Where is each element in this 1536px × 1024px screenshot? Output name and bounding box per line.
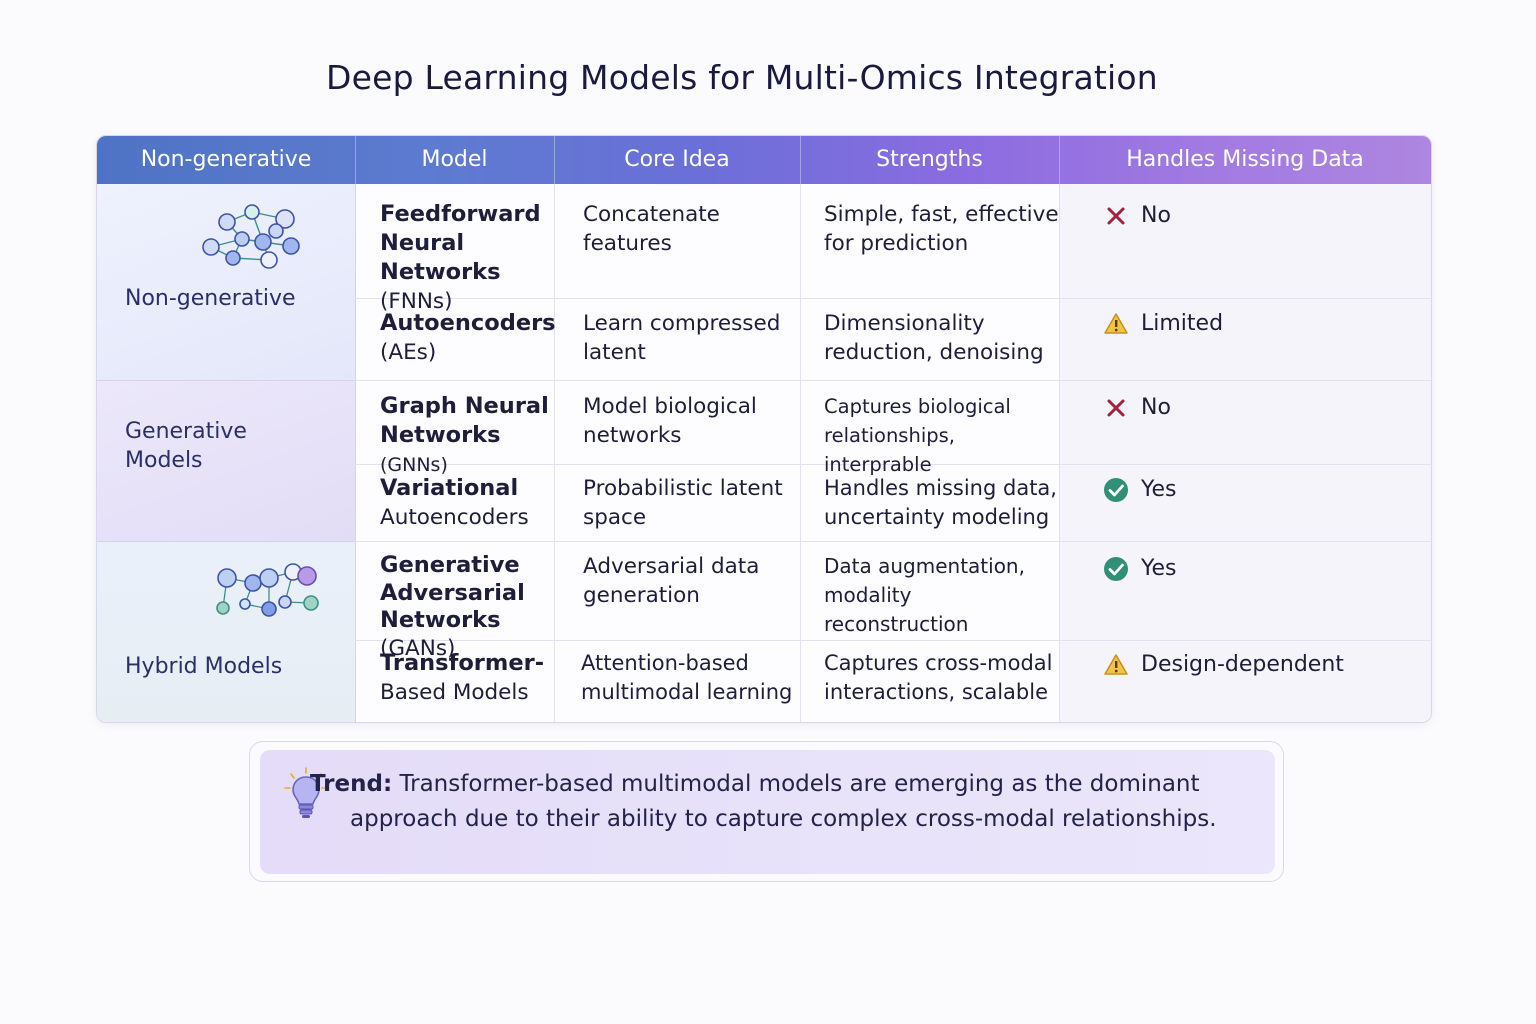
status-label: No	[1141, 395, 1171, 420]
model-name: Variational	[380, 475, 519, 501]
core-idea-cell: Probabilistic latent space	[583, 476, 783, 530]
trend-callout: Trend: Transformer-based multimodal mode…	[249, 741, 1284, 882]
model-cell: Generative Adversarial Networks (GANs)	[380, 552, 560, 662]
strengths-cell: Captures biological relationships, inter…	[824, 395, 1011, 476]
table-header: Non-generative Model Core Idea Strengths…	[97, 136, 1431, 184]
row-divider	[355, 380, 1431, 381]
category-generative: Generative Models	[97, 381, 356, 542]
core-idea-cell: Concatenate features	[583, 202, 720, 256]
missing-data-status: No	[1103, 201, 1171, 230]
model-name: Transformer-	[380, 650, 545, 676]
column-divider	[554, 184, 555, 722]
header-core-idea: Core Idea	[554, 136, 801, 184]
model-abbrev: (GANs)	[380, 635, 456, 661]
core-idea-cell: Learn compressed latent	[583, 311, 781, 365]
row-divider	[355, 541, 1431, 542]
row-divider	[355, 464, 1431, 465]
model-name: Generative Adversarial Networks	[380, 552, 525, 633]
model-name: Graph Neural Networks	[380, 393, 549, 448]
model-abbrev: Autoencoders	[380, 505, 529, 530]
missing-data-status: Limited	[1103, 309, 1223, 338]
model-cell: Graph Neural Networks (GNNs)	[380, 392, 565, 480]
missing-data-status: Yes	[1103, 475, 1177, 504]
category-hybrid: Hybrid Models	[97, 542, 356, 722]
column-divider	[1059, 184, 1060, 722]
warning-icon	[1104, 312, 1128, 334]
model-name: Autoencoders	[380, 310, 556, 336]
trend-label: Trend:	[310, 771, 393, 797]
core-idea-cell: Attention-based multimodal learning	[581, 651, 793, 704]
model-abbrev: Based Models	[380, 680, 529, 705]
trend-body: Transformer-based multimodal models are …	[350, 771, 1217, 832]
header-model: Model	[355, 136, 555, 184]
status-label: No	[1141, 203, 1171, 228]
warning-icon	[1104, 653, 1128, 675]
check-icon	[1104, 556, 1128, 581]
strengths-cell: Simple, fast, effective for prediction	[824, 202, 1059, 256]
model-abbrev: (FNNs)	[380, 289, 453, 314]
category-label: Non-generative	[125, 286, 296, 311]
header-strengths: Strengths	[800, 136, 1060, 184]
model-cell: Transformer- Based Models	[380, 649, 560, 707]
status-label: Yes	[1141, 477, 1177, 502]
row-divider	[355, 298, 1431, 299]
models-table: Non-generative Model Core Idea Strengths…	[96, 135, 1432, 723]
trend-callout-body: Trend: Transformer-based multimodal mode…	[260, 750, 1275, 874]
model-cell: Variational Autoencoders	[380, 474, 560, 532]
category-label: Generative Models	[125, 419, 247, 473]
lightbulb-icon	[284, 767, 328, 818]
strengths-cell: Data augmentation, modality reconstructi…	[824, 554, 1025, 636]
category-label: Hybrid Models	[125, 654, 283, 679]
status-label: Limited	[1141, 311, 1224, 336]
model-cell: Feedforward Neural Networks (FNNs)	[380, 200, 560, 316]
network-icon	[202, 204, 300, 269]
strengths-cell: Captures cross-modal interactions, scala…	[824, 651, 1053, 704]
page-title: Deep Learning Models for Multi-Omics Int…	[326, 58, 1158, 97]
status-label: Yes	[1141, 556, 1177, 581]
header-missing-data: Handles Missing Data	[1126, 147, 1364, 172]
status-label: Design-dependent	[1141, 652, 1344, 677]
header-category: Non-generative	[97, 136, 356, 184]
trend-text: Trend: Transformer-based multimodal mode…	[310, 767, 1250, 837]
model-name: Feedforward Neural Networks	[380, 201, 541, 285]
check-icon	[1104, 477, 1128, 502]
model-abbrev: (GNNs)	[380, 454, 448, 476]
missing-data-status: Design-dependent	[1103, 650, 1344, 679]
cross-icon	[1107, 399, 1125, 416]
row-divider	[355, 640, 1431, 641]
core-idea-cell: Model biological networks	[583, 394, 757, 448]
strengths-cell: Handles missing data, uncertainty modeli…	[824, 476, 1057, 529]
cross-icon	[1107, 207, 1125, 224]
model-cell: Autoencoders (AEs)	[380, 309, 560, 367]
category-non-generative: Non-generative	[97, 184, 356, 381]
column-divider	[800, 184, 801, 722]
core-idea-cell: Adversarial data generation	[583, 554, 760, 608]
missing-data-status: No	[1103, 393, 1171, 422]
strengths-cell: Dimensionality reduction, denoising	[824, 311, 1044, 365]
model-abbrev: (AEs)	[380, 340, 437, 365]
network-icon	[216, 563, 319, 617]
column-shade	[1059, 184, 1431, 722]
missing-data-status: Yes	[1103, 554, 1177, 583]
